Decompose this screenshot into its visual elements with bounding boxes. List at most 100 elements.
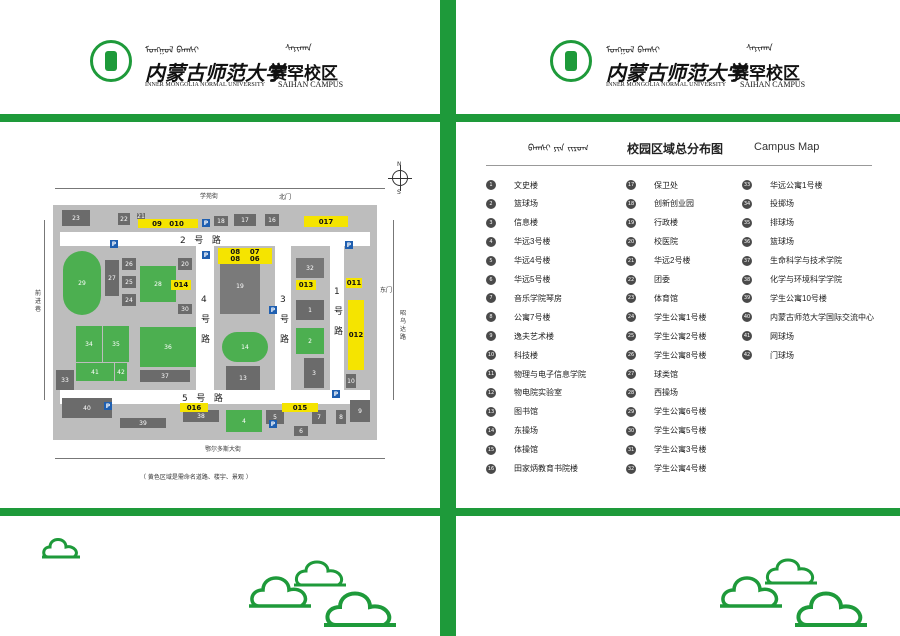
compass-icon [388, 165, 412, 191]
legend-number-badge: 42 [742, 350, 752, 361]
road-4 [196, 232, 214, 404]
legend-number-badge: 29 [626, 406, 636, 417]
legend-number-badge: 11 [486, 369, 496, 379]
legend-number-badge: 15 [486, 444, 496, 455]
building-22: 22 [118, 213, 130, 225]
parking-icon: P [202, 251, 210, 259]
top-green-stripe [0, 114, 440, 122]
legend-item-name: 校医院 [654, 237, 678, 247]
road-2 [60, 232, 370, 246]
legend-number-badge: 19 [626, 217, 636, 228]
bottom-green-stripe [456, 508, 900, 516]
parking-icon: P [269, 420, 277, 428]
field-34: 34 [76, 326, 102, 362]
parking-icon: P [332, 390, 340, 398]
legend-item: 19 行政楼 [626, 216, 678, 230]
building-37: 37 [140, 370, 190, 382]
building-24: 24 [122, 294, 136, 306]
legend-item-name: 学生公寓5号楼 [654, 426, 707, 436]
legend-item-name: 网球场 [770, 331, 794, 341]
legend-item-name: 团委 [654, 275, 670, 284]
legend-item-name: 行政楼 [654, 218, 678, 228]
street-south: 鄂尔多斯大街 [205, 446, 242, 453]
legend-item-name: 保卫处 [654, 180, 678, 190]
university-emblem [550, 40, 592, 82]
legend-item-name: 田家炳教育书院楼 [514, 464, 578, 473]
building-25: 25 [122, 276, 136, 288]
field-36: 36 [140, 327, 196, 367]
legend-number-badge: 6 [486, 274, 496, 285]
building-21: 21 [137, 212, 145, 220]
building-6: 6 [294, 426, 308, 436]
field-4: 4 [226, 410, 262, 432]
building-38: 38 [183, 410, 219, 422]
legend-item-name: 篮球场 [770, 237, 794, 247]
building-13: 13 [226, 366, 260, 390]
parking-icon: P [202, 219, 210, 227]
legend-item-name: 物理与电子信息学院 [514, 369, 586, 379]
legend-item-name: 学生公寓6号楼 [654, 407, 707, 417]
cloud-decoration-icon [765, 558, 817, 585]
legend-item-name: 学生公寓2号楼 [654, 331, 707, 341]
mongolian-script-title: ᠮᠣᠩᠭᠤᠯ ᠪᠠᠭᠰᠢ [606, 46, 660, 56]
legend-item-name: 科技楼 [514, 350, 538, 360]
building-27: 27 [105, 260, 119, 296]
legend-number-badge: 9 [486, 331, 496, 342]
legend-title-cn: 校园区域总分布图 [627, 142, 724, 156]
legend-number-badge: 10 [486, 350, 496, 361]
parking-icon: P [345, 241, 353, 249]
building-32: 32 [296, 258, 324, 278]
east-street-line [393, 220, 394, 400]
highlight-012: 012 [348, 300, 364, 370]
building-9: 9 [350, 400, 370, 422]
university-name-cn: 内蒙古师范大学 [606, 61, 746, 85]
north-street-line [55, 188, 385, 189]
campus-name-en: SAIHAN CAMPUS [278, 80, 344, 89]
cloud-decoration-icon [249, 576, 311, 608]
legend-title-en: Campus Map [754, 141, 820, 153]
legend-number-badge: 1 [486, 180, 496, 190]
building-40: 40 [62, 398, 112, 418]
legend-item-name: 逸夫艺术楼 [514, 331, 554, 341]
highlight-013: 013 [296, 280, 316, 290]
mongolian-legend-title: ᠪᠠᠭᠰᠢ ᠶᠢᠨ ᠵᠢᠷᠤᠭ [528, 144, 589, 154]
road-2-label: 2 号 路 [180, 236, 221, 246]
legend-number-badge: 4 [486, 236, 496, 247]
legend-item-name: 东操场 [514, 426, 538, 436]
legend-number-badge: 28 [626, 387, 636, 398]
legend-item-name: 学生公寓1号楼 [654, 312, 707, 322]
cloud-decoration-icon [324, 591, 396, 627]
legend-number-badge: 34 [742, 198, 752, 209]
mongolian-script-campus: ᠰᠠᠶᠢᠬᠠᠨ [746, 44, 773, 54]
legend-item: 36 篮球场 [742, 235, 794, 249]
legend-number-badge: 36 [742, 236, 752, 247]
legend-item-name: 音乐学院琴房 [514, 293, 562, 303]
right-panel: ᠮᠣᠩᠭᠤᠯ ᠪᠠᠭᠰᠢ 内蒙古师范大学 INNER MONGOLIA NORM… [456, 0, 900, 636]
map-note: （ 黄色区域是需命名道路、楼宇、景观 ） [140, 474, 252, 481]
legend-number-badge: 35 [742, 217, 752, 228]
building-10: 10 [346, 374, 356, 388]
legend-item: 11 物理与电子信息学院 [486, 367, 586, 381]
legend-number-badge: 37 [742, 255, 752, 266]
legend-number-badge: 38 [742, 274, 752, 285]
legend-number-badge: 26 [626, 350, 636, 361]
legend-number-badge: 33 [742, 180, 752, 190]
legend-item-name: 创新创业园 [654, 199, 694, 209]
legend-number-badge: 5 [486, 255, 496, 266]
mongolian-script-title: ᠮᠣᠩᠭᠤᠯ ᠪᠠᠭᠰᠢ [145, 46, 199, 56]
mongolian-script-campus: ᠰᠠᠶᠢᠬᠠᠨ [285, 44, 312, 54]
legend-item-name: 内蒙古师范大学国际交流中心 [770, 312, 874, 322]
campus-name-en: SAIHAN CAMPUS [740, 80, 806, 89]
